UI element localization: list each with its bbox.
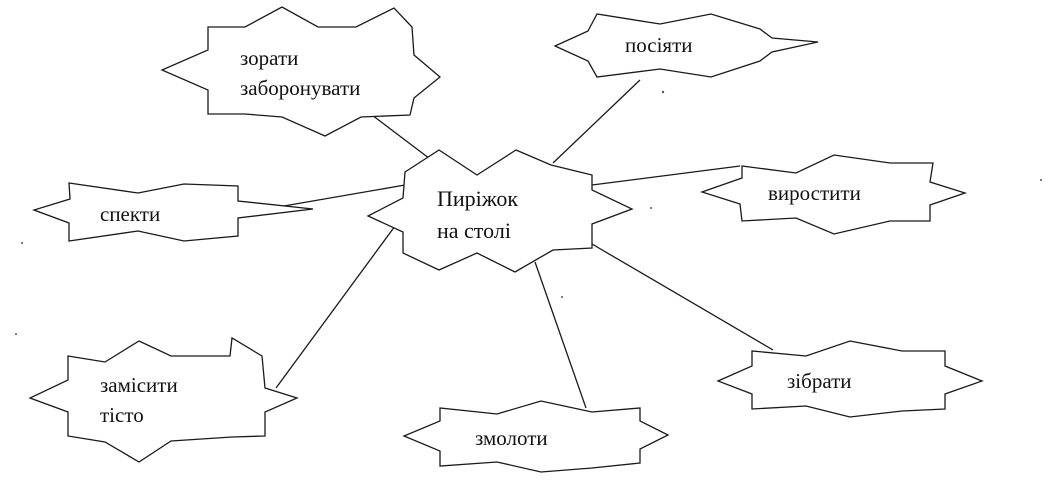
node-grow-shape xyxy=(699,154,968,235)
speck xyxy=(15,333,17,335)
node-grind-line-1: змолоти xyxy=(475,426,548,450)
node-grind-label: змолоти xyxy=(475,426,548,450)
center-label-line-1: Пиріжок xyxy=(437,186,518,211)
node-plough-label: зорати заборонувати xyxy=(240,46,360,100)
node-grind: змолоти xyxy=(402,400,670,473)
speck xyxy=(1040,179,1042,181)
edge-grind xyxy=(534,261,587,409)
node-grow: виростити xyxy=(699,154,968,235)
edge-grow xyxy=(591,165,741,186)
node-plough-line-2: заборонувати xyxy=(240,76,360,100)
edge-harvest xyxy=(591,243,774,351)
edge-sow xyxy=(552,79,641,164)
speck xyxy=(650,207,652,209)
node-knead-shape xyxy=(28,336,299,463)
node-plough-shape xyxy=(160,6,442,137)
node-grow-line-1: виростити xyxy=(768,181,861,205)
node-knead-line-2: тісто xyxy=(100,403,144,427)
node-plough: зорати заборонувати xyxy=(160,6,442,137)
node-bake: спекти xyxy=(31,182,314,242)
node-sow-line-1: посіяти xyxy=(625,33,693,57)
node-plough-line-1: зорати xyxy=(240,46,298,70)
center-label-line-2: на столі xyxy=(437,218,511,243)
node-knead-line-1: замісити xyxy=(100,373,178,397)
node-bake-line-1: спекти xyxy=(100,202,160,226)
center-star-shape xyxy=(366,149,634,273)
node-knead-label: замісити тісто xyxy=(100,373,183,427)
node-sow: посіяти xyxy=(553,13,819,78)
node-bake-shape xyxy=(31,182,314,242)
edge-bake xyxy=(277,184,406,208)
node-sow-label: посіяти xyxy=(625,33,693,57)
node-harvest-line-1: зібрати xyxy=(787,369,852,393)
center-label: Пиріжок на столі xyxy=(437,186,524,243)
connectors xyxy=(275,79,774,409)
node-grow-label: виростити xyxy=(768,181,861,205)
node-harvest: зібрати xyxy=(716,340,984,418)
node-harvest-shape xyxy=(716,340,984,418)
node-sow-shape xyxy=(553,13,819,78)
speck xyxy=(561,296,563,298)
node-grind-shape xyxy=(402,400,670,473)
scan-specks xyxy=(15,90,1042,335)
edge-knead xyxy=(275,221,399,389)
node-harvest-label: зібрати xyxy=(787,369,852,393)
speck xyxy=(661,90,665,94)
center-node: Пиріжок на столі xyxy=(366,149,634,273)
node-knead: замісити тісто xyxy=(28,336,299,463)
node-bake-label: спекти xyxy=(100,202,160,226)
speck xyxy=(21,242,23,244)
